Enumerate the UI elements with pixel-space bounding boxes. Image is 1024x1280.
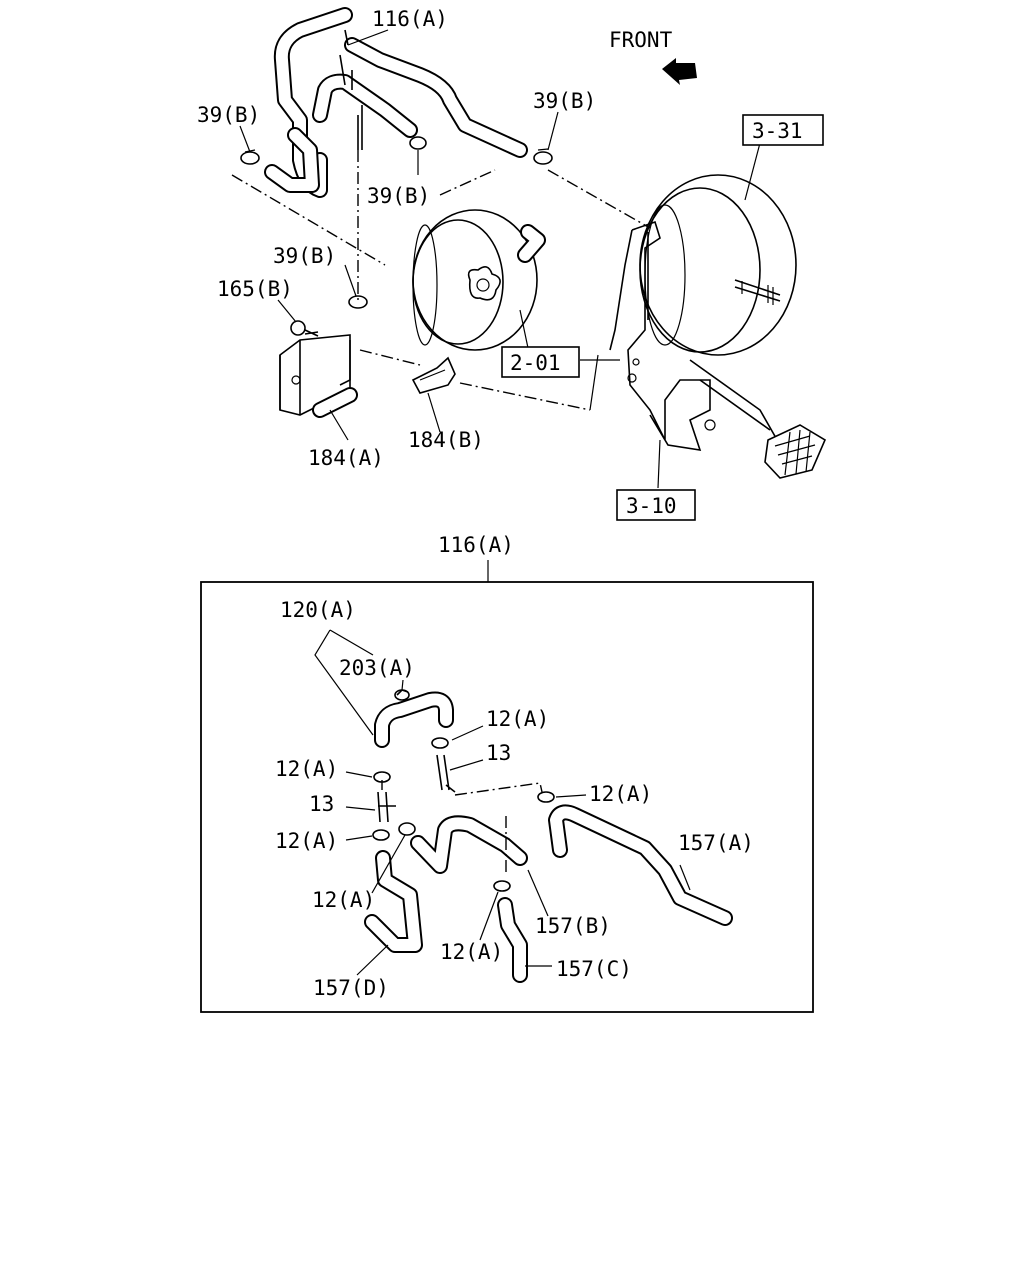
label-12a-1: 12(A) xyxy=(486,707,549,731)
clamp-39b-mid xyxy=(409,136,427,150)
label-front: FRONT xyxy=(609,28,673,52)
label-157a: 157(A) xyxy=(678,831,754,855)
label-184a: 184(A) xyxy=(308,446,384,470)
booster-3-31 xyxy=(639,174,797,356)
label-39b-right: 39(B) xyxy=(533,89,596,113)
label-39b-lower: 39(B) xyxy=(273,244,336,268)
label-39b-mid: 39(B) xyxy=(367,184,430,208)
label-12a-2: 12(A) xyxy=(275,757,338,781)
label-203a: 203(A) xyxy=(339,656,415,680)
pedal-bracket-assembly xyxy=(609,220,827,479)
label-12a-3: 12(A) xyxy=(589,782,652,806)
ref-box-3-10: 3-10 xyxy=(616,489,696,521)
label-157c: 157(C) xyxy=(556,957,632,981)
bracket-184a xyxy=(279,334,358,418)
detail-frame xyxy=(200,581,814,1013)
ref-3-10-text: 3-10 xyxy=(626,494,677,518)
clamp-39b-left xyxy=(240,149,260,165)
label-39b-left: 39(B) xyxy=(197,103,260,127)
label-157d: 157(D) xyxy=(313,976,389,1000)
label-120a: 120(A) xyxy=(280,598,356,622)
clamp-39b-lower xyxy=(348,295,368,309)
label-165b: 165(B) xyxy=(217,277,293,301)
clip-184b xyxy=(411,356,456,394)
label-184b: 184(B) xyxy=(408,428,484,452)
clamp-39b-right xyxy=(533,148,553,165)
label-12a-4: 12(A) xyxy=(275,829,338,853)
vacuum-hose-assembly xyxy=(264,7,528,198)
label-13-2: 13 xyxy=(309,792,334,816)
label-12a-6: 12(A) xyxy=(440,940,503,964)
front-arrow-icon xyxy=(662,58,697,85)
label-116a-detail: 116(A) xyxy=(438,533,514,557)
label-157b: 157(B) xyxy=(535,914,611,938)
ref-3-31-text: 3-31 xyxy=(752,119,803,143)
label-13-1: 13 xyxy=(486,741,511,765)
label-116a-top: 116(A) xyxy=(372,7,448,31)
upper-assembly: 116(A) FRONT 39(B) 39(B) 39(B) 39(B) 165… xyxy=(197,7,827,521)
ref-box-3-31: 3-31 xyxy=(742,114,824,146)
booster-2-01 xyxy=(412,209,546,351)
detail-panel-116a: 116(A) xyxy=(200,533,814,1013)
bolt-165b xyxy=(290,320,319,337)
ref-box-2-01: 2-01 xyxy=(501,346,580,378)
ref-2-01-text: 2-01 xyxy=(510,351,561,375)
label-12a-5: 12(A) xyxy=(312,888,375,912)
